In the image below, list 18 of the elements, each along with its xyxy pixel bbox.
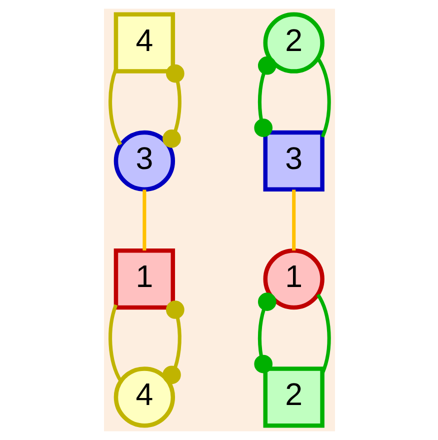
connector [162, 300, 184, 384]
connector [254, 56, 276, 138]
node-circle: 2 [262, 12, 324, 74]
connector [316, 294, 330, 374]
node-box: 4 [113, 12, 175, 74]
node-box: 2 [262, 366, 324, 428]
node-box: 3 [262, 130, 324, 192]
connector [292, 190, 296, 250]
connector [162, 64, 184, 148]
connector [108, 304, 122, 382]
connector [142, 190, 146, 250]
node-circle: 1 [262, 248, 324, 310]
connector [108, 68, 122, 146]
node-circle: 3 [113, 130, 175, 192]
node-circle: 4 [113, 366, 175, 428]
node-box: 1 [113, 248, 175, 310]
connector [316, 58, 330, 138]
connector [254, 292, 276, 374]
